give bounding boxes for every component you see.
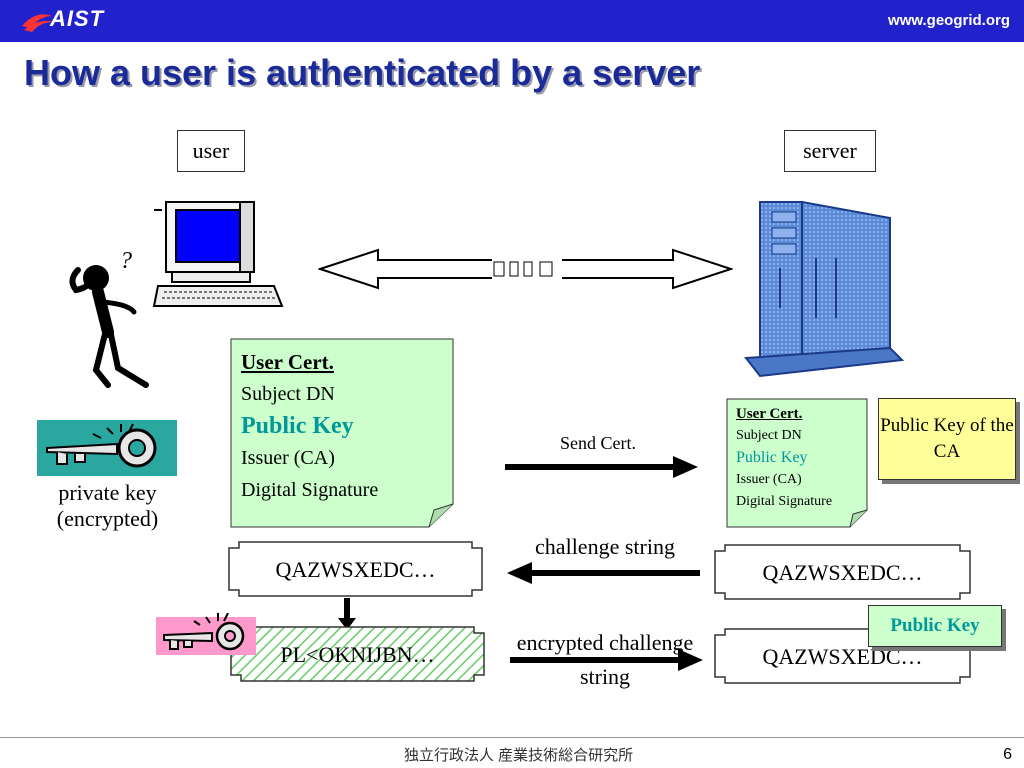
user-cert-subject: Subject DN	[241, 383, 335, 405]
private-key-icon	[37, 420, 177, 476]
user-challenge-text: QAZWSXEDC…	[275, 557, 436, 582]
computer-icon	[152, 201, 284, 307]
server-cert-public-key: Public Key	[736, 449, 808, 466]
challenge-arrow	[507, 562, 700, 584]
ca-public-key-box: Public Key of the CA	[878, 398, 1016, 480]
signing-key-icon	[156, 613, 256, 655]
encrypted-label: encrypted challenge string	[516, 630, 694, 689]
server-cert-card: User Cert. Subject DN Public Key Issuer …	[726, 398, 868, 528]
server-decrypted-text: QAZWSXEDC…	[762, 644, 923, 669]
down-arrow	[338, 598, 356, 630]
footer-divider	[0, 737, 1024, 738]
encrypted-arrow	[510, 649, 703, 671]
footer-organization: 独立行政法人 産業技術総合研究所	[404, 747, 634, 764]
server-challenge-box	[714, 544, 971, 600]
header-bar: AIST www.geogrid.org	[0, 0, 1024, 42]
logo-text: AIST	[50, 6, 105, 31]
server-challenge-text: QAZWSXEDC…	[762, 560, 923, 585]
user-encrypted-text: PL<OKNIJBN…	[280, 642, 435, 667]
server-cert-heading: User Cert.	[736, 406, 803, 422]
server-label: server	[784, 130, 876, 172]
page-title: How a user is authenticated by a server	[24, 52, 701, 93]
private-key-label: private key (encrypted)	[56, 480, 159, 531]
send-cert-label: Send Cert.	[560, 433, 636, 453]
svg-text:?: ?	[120, 248, 132, 274]
server-public-key-badge: Public Key	[868, 605, 1002, 647]
aist-logo-icon	[22, 14, 54, 32]
user-cert-public-key: Public Key	[241, 413, 354, 439]
user-label: user	[177, 130, 245, 172]
server-icon	[744, 200, 905, 378]
server-cert-subject: Subject DN	[736, 428, 802, 443]
user-cert-card: User Cert. Subject DN Public Key Issuer …	[230, 338, 454, 528]
server-cert-signature: Digital Signature	[736, 494, 833, 509]
thinking-person-icon: ?	[69, 248, 149, 388]
page-number: 6	[1003, 746, 1012, 763]
send-cert-arrow	[505, 456, 698, 478]
double-arrow	[318, 248, 733, 290]
challenge-label: challenge string	[535, 534, 675, 559]
server-cert-issuer: Issuer (CA)	[736, 472, 802, 487]
header-url[interactable]: www.geogrid.org	[888, 12, 1010, 29]
user-cert-issuer: Issuer (CA)	[241, 447, 335, 469]
user-challenge-box	[228, 541, 483, 597]
user-cert-heading: User Cert.	[241, 350, 334, 374]
user-cert-signature: Digital Signature	[241, 479, 379, 501]
